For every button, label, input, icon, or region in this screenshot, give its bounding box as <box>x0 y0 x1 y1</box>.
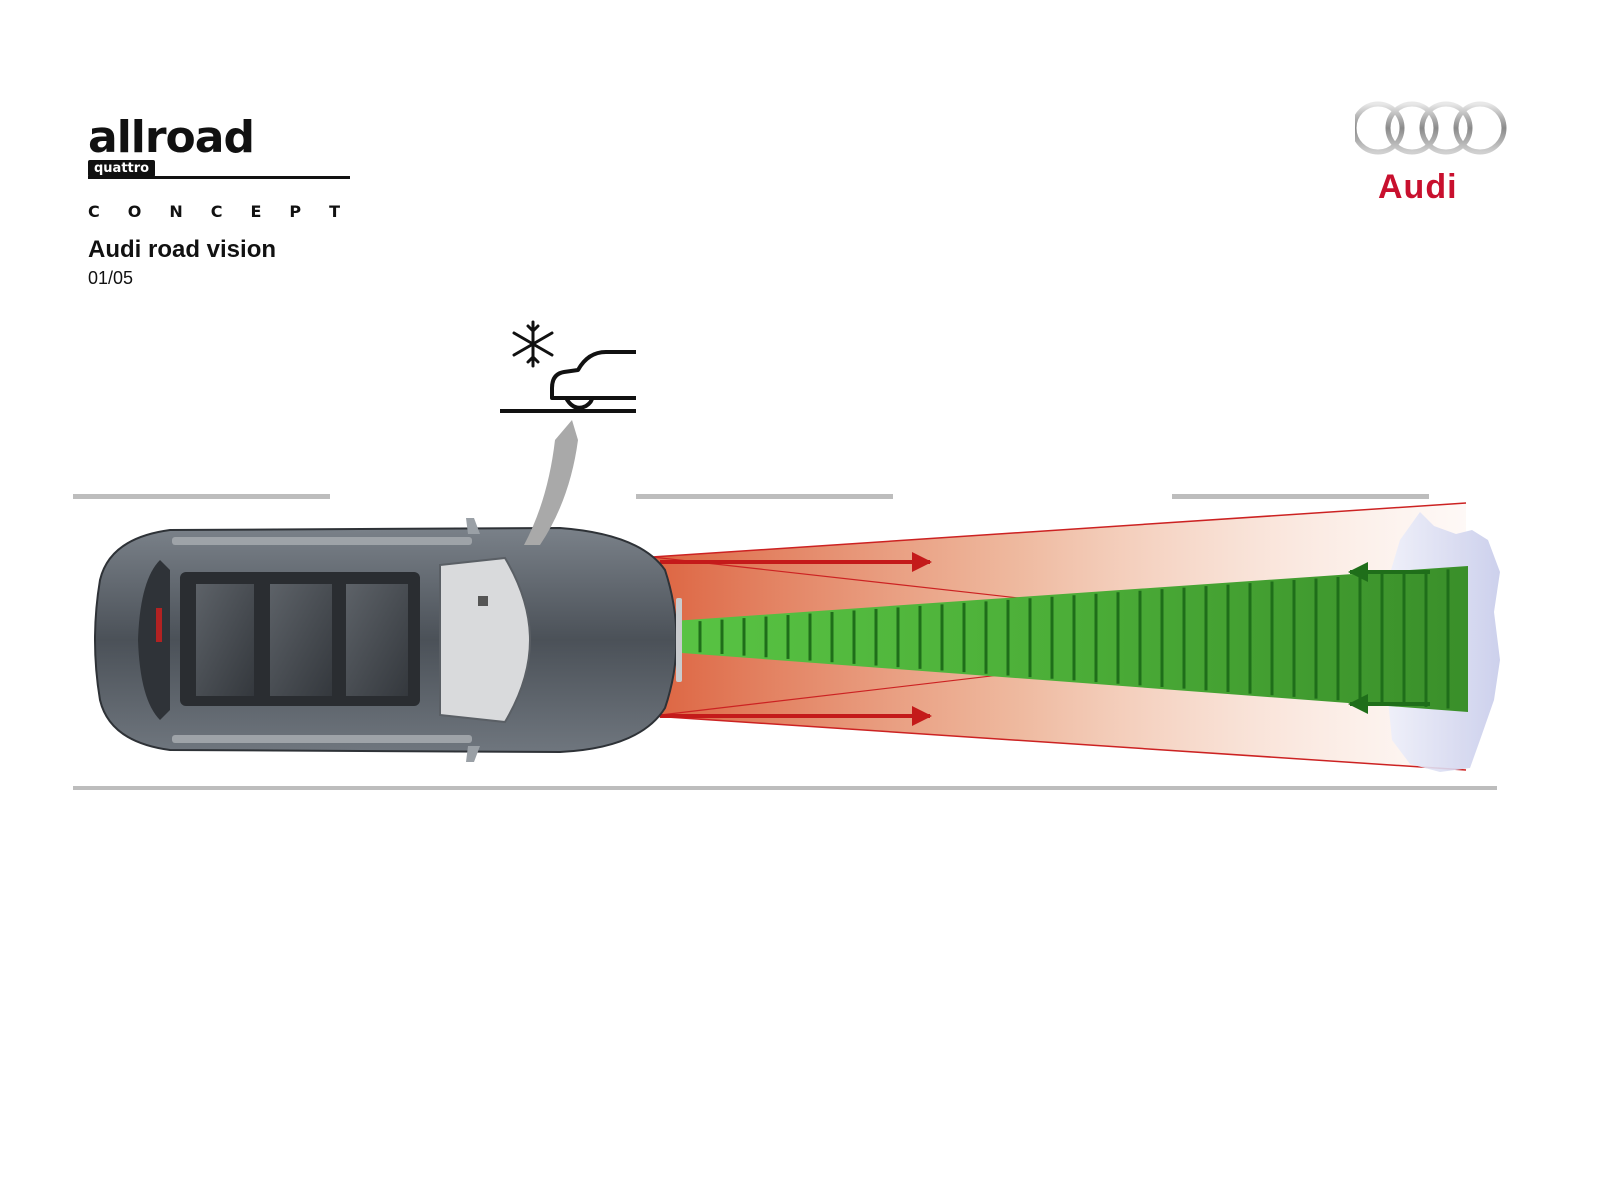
lane-dash-1 <box>73 494 330 499</box>
audi-ring-1 <box>1355 101 1405 155</box>
mirror-left <box>466 518 480 534</box>
callout-pointer <box>524 420 578 545</box>
radar-upper-edge <box>651 502 1467 558</box>
rear-light <box>156 608 162 642</box>
sunroof-panel-1 <box>196 584 254 696</box>
sunroof-panel-2 <box>270 584 332 696</box>
brand-underline <box>88 176 350 179</box>
brand-quattro-text: quattro <box>88 160 156 177</box>
front-grille <box>676 598 682 682</box>
page-number: 01/05 <box>88 268 134 288</box>
wheel-icon <box>564 396 594 410</box>
audi-wordmark: Audi <box>1378 168 1458 206</box>
lane-dash-3 <box>1172 494 1429 499</box>
car-outline-icon <box>550 350 636 400</box>
roof-rail-lower <box>172 735 472 743</box>
page-title: Audi road vision <box>88 236 277 263</box>
sunroof-panel-3 <box>346 584 408 696</box>
infrared-stripes <box>698 569 1450 709</box>
infrared-field <box>456 566 1468 712</box>
brand-concept-text: CONCEPT <box>88 202 369 221</box>
camera-sensor-icon <box>478 596 488 606</box>
allroad-quattro-logo: allroad quattro CONCEPT <box>88 112 369 221</box>
roof-rail-upper <box>172 537 472 545</box>
car-top-view <box>94 518 682 762</box>
audi-ring-3 <box>1419 101 1473 155</box>
ice-road-warning-icon <box>500 320 636 413</box>
brand-allroad-text: allroad <box>88 112 255 163</box>
audi-rings-logo <box>1355 101 1507 155</box>
mirror-right <box>466 746 480 762</box>
lane-markings <box>73 494 1497 790</box>
audi-ring-2 <box>1385 101 1439 155</box>
car-windshield <box>439 556 532 724</box>
lane-dash-2 <box>636 494 893 499</box>
snowflake-icon <box>512 320 554 368</box>
road-edge-line <box>73 786 1497 790</box>
radar-lower-edge <box>651 715 1467 771</box>
audi-ring-4 <box>1453 101 1507 155</box>
car-rear-window <box>138 560 170 720</box>
brand-quattro-badge: quattro <box>88 160 350 179</box>
